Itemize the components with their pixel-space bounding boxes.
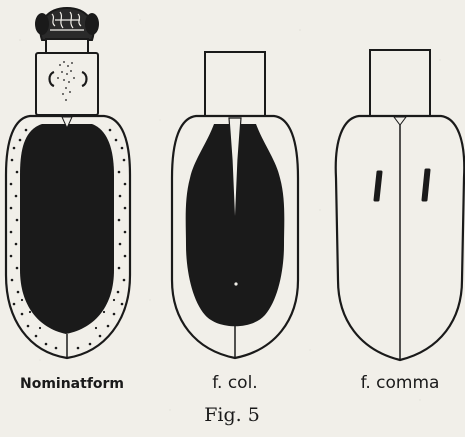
beetle-head <box>35 8 99 53</box>
beetle-f-comma <box>336 50 465 360</box>
beetle-pronotum <box>36 53 98 115</box>
eye-left-icon <box>35 13 49 35</box>
panel-label-f-col: f. col. <box>212 373 257 393</box>
panel-label-nominatform: Nominatform <box>20 376 124 392</box>
dark-elytral-patch <box>20 124 114 334</box>
beetle-f-col <box>172 52 298 358</box>
beetle-pronotum <box>370 50 430 116</box>
beetle-nominatform <box>6 8 130 358</box>
eye-right-icon <box>85 13 99 35</box>
panel-label-f-comma: f. comma <box>361 373 440 393</box>
beetle-pronotum <box>205 52 265 116</box>
beetle-elytra <box>6 116 130 358</box>
figure-caption: Fig. 5 <box>204 404 260 426</box>
